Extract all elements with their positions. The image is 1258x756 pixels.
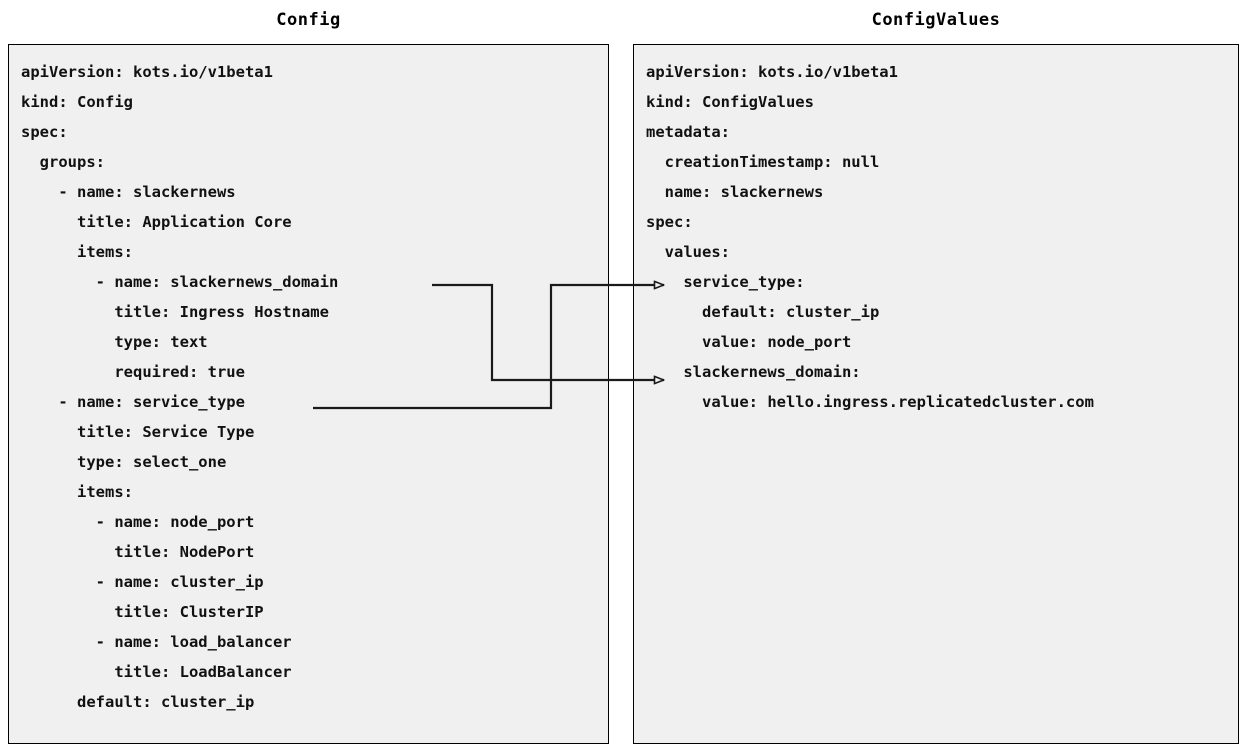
- configvalues-yaml-line: apiVersion: kots.io/v1beta1: [646, 63, 898, 81]
- config-yaml-line: - name: cluster_ip: [21, 573, 264, 591]
- config-yaml-line: title: Service Type: [21, 423, 255, 441]
- configvalues-yaml-line: value: hello.ingress.replicatedcluster.c…: [646, 393, 1094, 411]
- configvalues-yaml-line: spec:: [646, 213, 693, 231]
- config-yaml-line: - name: slackernews: [21, 183, 236, 201]
- config-yaml-line: - name: node_port: [21, 513, 255, 531]
- configvalues-yaml-line: values:: [646, 243, 730, 261]
- configvalues-yaml-line: metadata:: [646, 123, 730, 141]
- config-yaml-line: items:: [21, 243, 133, 261]
- panel-title-config: Config: [276, 10, 341, 30]
- configvalues-yaml-line: default: cluster_ip: [646, 303, 880, 321]
- configvalues-yaml-line: creationTimestamp: null: [646, 153, 880, 171]
- configvalues-yaml-line: name: slackernews: [646, 183, 824, 201]
- configvalues-yaml-line: slackernews_domain:: [646, 363, 861, 381]
- config-yaml-line: title: LoadBalancer: [21, 663, 292, 681]
- config-yaml-code: apiVersion: kots.io/v1beta1 kind: Config s…: [9, 45, 338, 717]
- panel-title-configvalues: ConfigValues: [871, 10, 1001, 30]
- config-yaml-line: - name: load_balancer: [21, 633, 292, 651]
- config-yaml-line: type: select_one: [21, 453, 227, 471]
- config-yaml-line: default: cluster_ip: [21, 693, 255, 711]
- configvalues-yaml-panel: apiVersion: kots.io/v1beta1 kind: ConfigV…: [633, 44, 1239, 744]
- config-yaml-line: title: ClusterIP: [21, 603, 264, 621]
- config-yaml-line: kind: Config: [21, 93, 133, 111]
- config-yaml-panel: apiVersion: kots.io/v1beta1 kind: Config s…: [8, 44, 609, 744]
- config-yaml-line: type: text: [21, 333, 208, 351]
- configvalues-yaml-line: value: node_port: [646, 333, 852, 351]
- configvalues-yaml-line: kind: ConfigValues: [646, 93, 814, 111]
- config-yaml-line: groups:: [21, 153, 105, 171]
- configvalues-yaml-line: service_type:: [646, 273, 805, 291]
- config-yaml-line: - name: slackernews_domain: [21, 273, 339, 291]
- config-yaml-line: title: Application Core: [21, 213, 292, 231]
- config-yaml-line: apiVersion: kots.io/v1beta1: [21, 63, 273, 81]
- config-yaml-line: items:: [21, 483, 133, 501]
- config-yaml-line: title: NodePort: [21, 543, 255, 561]
- config-yaml-line: spec:: [21, 123, 68, 141]
- configvalues-yaml-code: apiVersion: kots.io/v1beta1 kind: ConfigV…: [634, 45, 1094, 417]
- config-yaml-line: required: true: [21, 363, 245, 381]
- config-yaml-line: - name: service_type: [21, 393, 245, 411]
- config-yaml-line: title: Ingress Hostname: [21, 303, 329, 321]
